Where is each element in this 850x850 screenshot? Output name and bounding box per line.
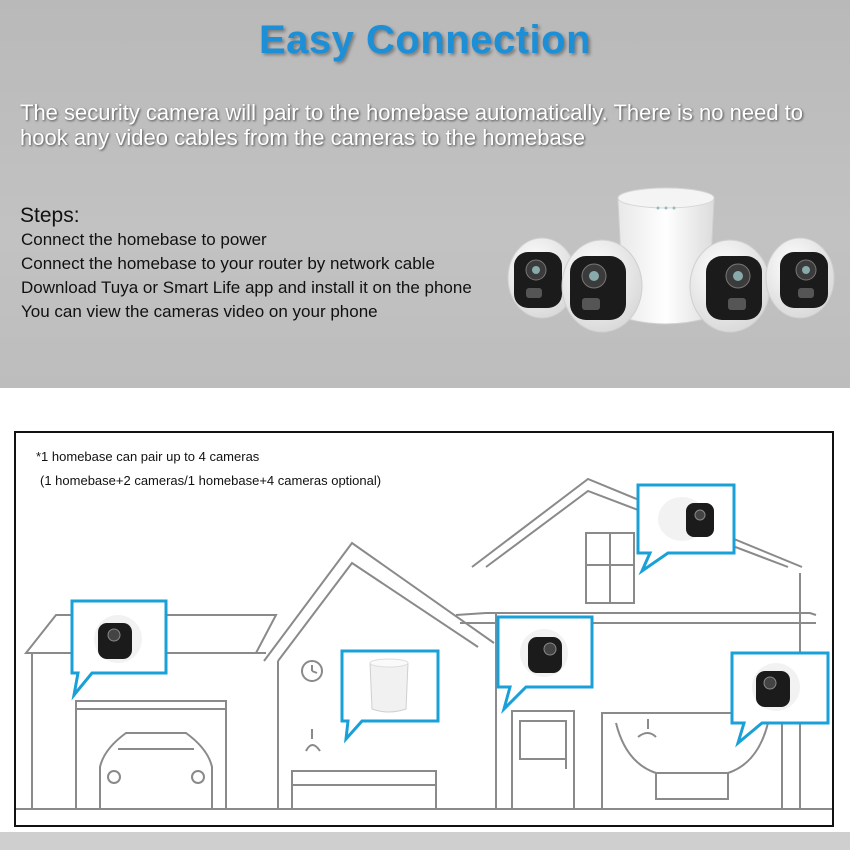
homebase-callout xyxy=(340,649,440,744)
top-banner: Easy Connection The security camera will… xyxy=(0,0,850,388)
camera-callout xyxy=(730,651,830,748)
camera-callout xyxy=(496,615,594,715)
house-diagram-panel: *1 homebase can pair up to 4 cameras (1 … xyxy=(14,431,834,827)
camera-callout xyxy=(70,599,168,701)
bottom-strip xyxy=(0,832,850,850)
step-item: Connect the homebase to your router by n… xyxy=(21,254,435,273)
note-line-1: *1 homebase can pair up to 4 cameras xyxy=(36,449,260,464)
camera-callout xyxy=(636,483,736,576)
camera-device xyxy=(561,239,643,333)
note-line-2: (1 homebase+2 cameras/1 homebase+4 camer… xyxy=(40,473,382,488)
house-illustration xyxy=(16,477,832,810)
product-image xyxy=(507,187,835,333)
step-item: You can view the cameras video on your p… xyxy=(21,302,378,321)
camera-device xyxy=(689,239,771,333)
step-item: Download Tuya or Smart Life app and inst… xyxy=(21,278,472,297)
camera-device xyxy=(507,237,577,319)
camera-device xyxy=(765,237,835,319)
intro-text: The security camera will pair to the hom… xyxy=(20,100,804,150)
steps-list: Connect the homebase to power Connect th… xyxy=(21,228,472,324)
page-title: Easy Connection xyxy=(258,18,591,62)
steps-heading: Steps: xyxy=(20,204,80,227)
step-item: Connect the homebase to power xyxy=(21,230,267,249)
